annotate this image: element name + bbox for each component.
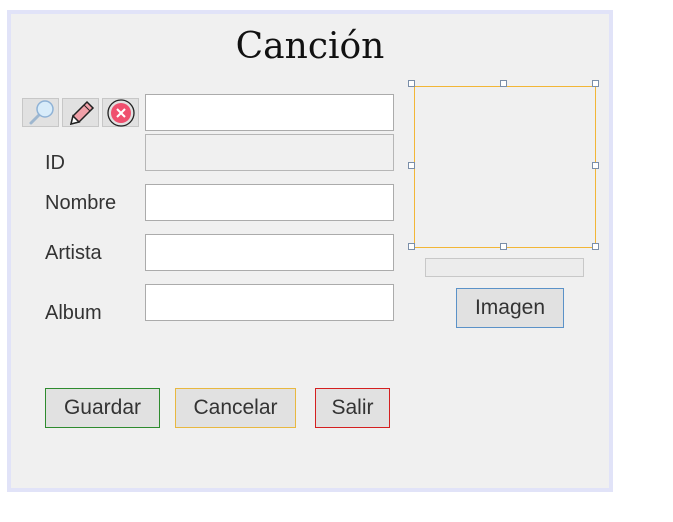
album-label: Album [45, 302, 102, 324]
album-field[interactable] [145, 284, 394, 321]
exit-button[interactable]: Salir [315, 388, 390, 428]
magnifier-icon [29, 99, 54, 124]
pencil-icon [69, 100, 94, 125]
id-field [145, 134, 394, 171]
resize-handle[interactable] [592, 80, 599, 87]
artista-field[interactable] [145, 234, 394, 271]
artista-label: Artista [45, 242, 102, 264]
save-button[interactable]: Guardar [45, 388, 160, 428]
resize-handle[interactable] [592, 162, 599, 169]
form-title: Canción [235, 26, 385, 67]
resize-handle[interactable] [500, 80, 507, 87]
form-window: Canción ID Nombre Artista Album [7, 10, 613, 492]
resize-handle[interactable] [500, 243, 507, 250]
resize-handle[interactable] [408, 80, 415, 87]
image-button[interactable]: Imagen [456, 288, 564, 328]
id-label: ID [45, 152, 65, 174]
resize-handle[interactable] [408, 162, 415, 169]
nombre-label: Nombre [45, 192, 117, 214]
nombre-field[interactable] [145, 184, 394, 221]
resize-handle[interactable] [408, 243, 415, 250]
edit-button[interactable] [62, 98, 99, 127]
search-input[interactable] [145, 94, 394, 131]
resize-handle[interactable] [592, 243, 599, 250]
delete-button[interactable] [102, 98, 139, 127]
picture-box[interactable] [414, 86, 596, 248]
image-path-box [425, 258, 584, 277]
search-button[interactable] [22, 98, 59, 127]
red-x-circle-icon [106, 98, 135, 127]
cancel-button[interactable]: Cancelar [175, 388, 296, 428]
